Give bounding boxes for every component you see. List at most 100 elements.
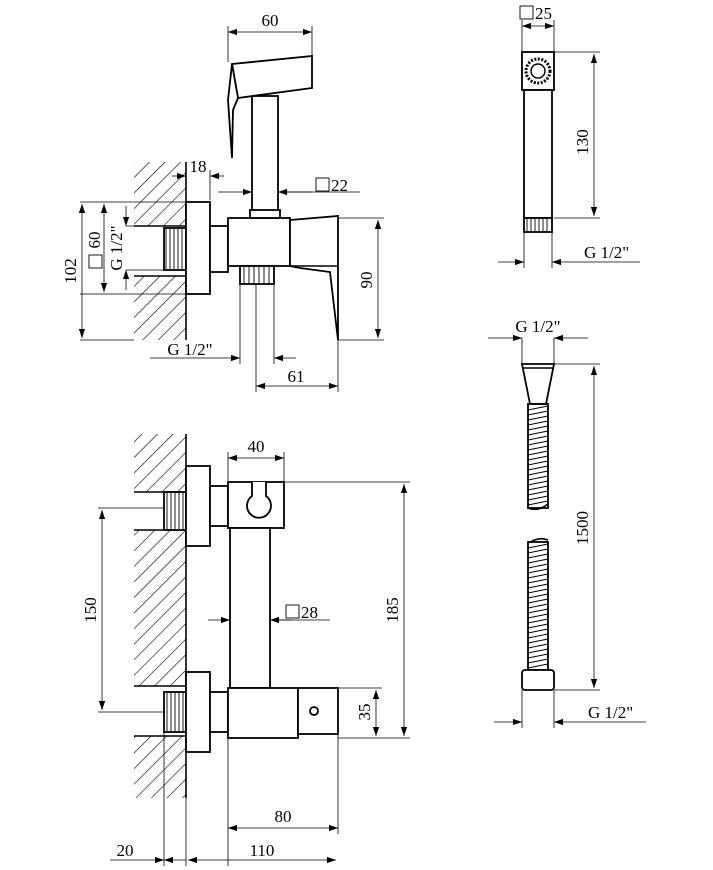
hose-thread-bottom-label: G 1/2" <box>588 703 633 722</box>
upper-flange <box>185 465 211 547</box>
upper-nut <box>209 485 229 527</box>
hose-coil <box>527 568 549 574</box>
lower-nut <box>209 691 229 733</box>
valve-body <box>227 687 299 739</box>
dim-60sq-label: 60 <box>85 232 104 249</box>
hose-coil <box>527 653 549 659</box>
dim-35-label: 35 <box>355 704 374 721</box>
hose-coil <box>527 543 549 549</box>
dim-80-label: 80 <box>275 807 292 826</box>
dim-110-label: 110 <box>250 841 275 860</box>
hose-coil <box>527 480 549 486</box>
hose-coil <box>527 588 549 594</box>
dim-40-label: 40 <box>248 437 265 456</box>
dim-28-label: 28 <box>301 603 318 622</box>
hose-view: G 1/2" 1500 G 1/2" <box>488 317 646 728</box>
hose-coil <box>527 608 549 614</box>
dim-150-label: 150 <box>81 597 100 623</box>
hose-coil <box>527 618 549 624</box>
eccentric-nut <box>209 225 229 273</box>
holder-column <box>251 95 279 219</box>
wall-hatch-bottom <box>134 736 186 798</box>
column-base <box>249 209 281 219</box>
hose-coil <box>527 410 549 416</box>
hose-coil <box>527 405 549 411</box>
hose-coil <box>527 485 549 491</box>
square-symbol-28 <box>285 604 300 619</box>
mixer-body <box>227 217 291 267</box>
front-column <box>229 527 271 689</box>
hose-coil <box>527 415 549 421</box>
square-symbol-25 <box>519 5 534 20</box>
dim-130-label: 130 <box>573 129 592 155</box>
spray-handle <box>523 89 553 219</box>
lower-flange <box>185 671 211 753</box>
hose-coil <box>527 460 549 466</box>
hose-coil <box>527 440 549 446</box>
wall-flange <box>185 201 211 295</box>
hose-coil <box>527 548 549 554</box>
hose-coil <box>527 455 549 461</box>
wall-hatch-mid <box>134 530 186 686</box>
dim-60-label: 60 <box>262 11 279 30</box>
hose-coil <box>527 578 549 584</box>
spray-thread <box>523 217 553 233</box>
wall-thread <box>163 227 187 271</box>
hose-coil <box>527 558 549 564</box>
hose-coil <box>527 450 549 456</box>
bottom-thread <box>239 265 275 285</box>
thread-bottom-label: G 1/2" <box>167 340 212 359</box>
hose-coil <box>527 638 549 644</box>
hose-coil <box>527 500 549 506</box>
dim-22-label: 22 <box>331 176 348 195</box>
dim-61-label: 61 <box>288 367 305 386</box>
hose-coil <box>527 445 549 451</box>
dim-102-label: 102 <box>61 258 80 284</box>
hose-coil <box>527 435 549 441</box>
hose-coil <box>527 430 549 436</box>
mixer-lever <box>289 215 339 341</box>
hose-coil <box>527 628 549 634</box>
hose-coil <box>527 663 549 669</box>
hose-coil <box>527 603 549 609</box>
hose-coil <box>527 495 549 501</box>
hose-top-cone <box>520 363 556 405</box>
hose-coil <box>527 648 549 654</box>
holder-slot <box>246 482 272 519</box>
hose-coil <box>527 633 549 639</box>
hose-thread-top-label: G 1/2" <box>515 317 560 336</box>
spray-head-top <box>230 55 313 100</box>
hose-coil <box>527 658 549 664</box>
hose-coil <box>527 593 549 599</box>
hose-coil <box>527 470 549 476</box>
hose-coil <box>527 563 549 569</box>
dim-1500-label: 1500 <box>573 511 592 545</box>
hose-coil <box>527 553 549 559</box>
hose-coil <box>527 643 549 649</box>
square-symbol-60 <box>88 254 103 269</box>
hose-coil <box>527 490 549 496</box>
handle-pin <box>309 706 319 716</box>
dim-90-label: 90 <box>357 272 376 289</box>
front-view: 40 150 28 185 35 80 20 110 <box>81 434 410 866</box>
dim-20-label: 20 <box>117 841 134 860</box>
hose-coil <box>527 420 549 426</box>
spray-nozzle-outer <box>524 57 552 85</box>
hose-coil <box>527 465 549 471</box>
hose-bottom-nut <box>521 669 555 691</box>
hose-coil <box>527 583 549 589</box>
spray-head-view: 25 130 G 1/2" <box>498 4 640 268</box>
spray-head-tail <box>227 63 239 159</box>
dim-185-label: 185 <box>383 597 402 623</box>
wall-hatch-lower <box>134 276 186 340</box>
hose-coil <box>527 475 549 481</box>
dim-25-label: 25 <box>535 4 552 23</box>
spray-nozzle-inner <box>530 63 546 79</box>
spray-thread-label: G 1/2" <box>584 243 629 262</box>
hose-coil <box>527 425 549 431</box>
dim-18-label: 18 <box>190 157 207 176</box>
hose-coil <box>527 623 549 629</box>
hose-coil <box>527 573 549 579</box>
hose-coil <box>527 613 549 619</box>
